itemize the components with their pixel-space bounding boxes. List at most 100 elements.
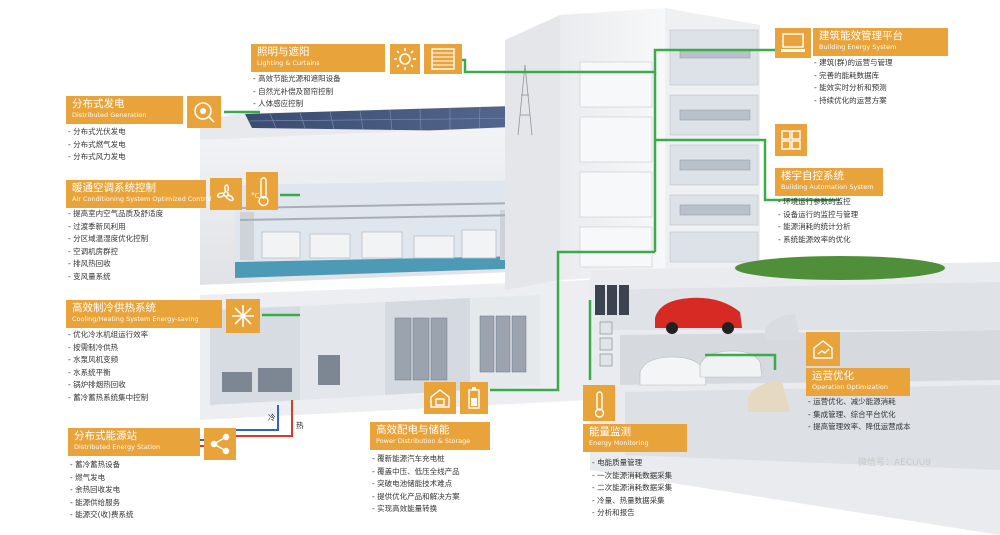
computer-icon	[775, 28, 811, 58]
list-item: 变风量系统	[68, 271, 163, 284]
tag-cooling: 高效制冷供热系统 Cooling/Heating System Energy-s…	[66, 300, 222, 328]
list-item: 排风热回收	[68, 258, 163, 271]
watermark: 微信号：AECUU9	[858, 458, 932, 468]
list-item: 一次能源消耗数据采集	[592, 470, 672, 483]
list-item: 按需制冷供热	[68, 342, 148, 355]
network-icon	[204, 428, 236, 460]
meters	[599, 321, 613, 367]
title-cn: 能量监测	[589, 426, 631, 438]
list-item: 能源交(收)费系统	[70, 509, 133, 522]
title-en: Power Distribution & Storage	[376, 437, 471, 445]
chiller-units	[222, 355, 340, 392]
list-item: 系统能源效率的优化	[778, 234, 858, 247]
list-item: 优化冷水机组运行效率	[68, 329, 148, 342]
list-item: 高效节能光源和遮阳设备	[253, 73, 341, 86]
list-distributed-gen: 分布式光伏发电 分布式燃气发电 分布式风力发电	[68, 126, 126, 164]
list-item: 电能质量管理	[592, 457, 672, 470]
list-item: 分布式风力发电	[68, 151, 126, 164]
list-item: 设备运行的监控与管理	[778, 209, 858, 222]
list-item: 锅炉排烟热回收	[68, 379, 148, 392]
pipe-label-cold: 冷	[268, 413, 276, 422]
list-item: 人体感应控制	[253, 98, 341, 111]
tag-power: 高效配电与储能 Power Distribution & Storage	[370, 422, 490, 450]
title-cn: 高效配电与储能	[376, 424, 450, 436]
title-en: Cooling/Heating System Energy-saving	[72, 315, 199, 323]
list-item: 蓄冷蓄热系统集中控制	[68, 392, 148, 405]
list-item: 突破电池储能技术难点	[372, 478, 460, 491]
list-item: 分析和报告	[592, 507, 672, 520]
list-item: 实现高效能量转换	[372, 503, 460, 516]
list-item: 覆盖中压、低压全线产品	[372, 466, 460, 479]
list-item: 能效实时分析和预测	[814, 82, 892, 95]
list-item: 自然光补偿及窗帘控制	[253, 86, 341, 99]
title-cn: 楼宇自控系统	[781, 170, 844, 182]
list-item: 提供优化产品和解决方案	[372, 491, 460, 504]
list-item: 燃气发电	[70, 472, 133, 485]
title-en: Lighting & Curtains	[257, 59, 320, 67]
tag-distributed-gen: 分布式发电 Distributed Generation	[66, 96, 183, 124]
list-item: 二次能源消耗数据采集	[592, 482, 672, 495]
switchgear-cabinets	[394, 315, 527, 381]
thermometer-icon: °C	[246, 172, 278, 210]
solar-sensor-icon	[187, 96, 221, 128]
list-item: 完善的能耗数据库	[814, 70, 892, 83]
tag-building-energy: 建筑能效管理平台 Building Energy System	[813, 28, 948, 56]
list-item: 水泵风机变频	[68, 354, 148, 367]
grid-icon	[775, 124, 807, 156]
list-hvac: 提高室内空气品质及舒适度 过渡季新风利用 分区域温湿度优化控制 空调机房群控 排…	[68, 208, 163, 284]
tag-operation: 运营优化 Operation Optimization	[806, 368, 910, 396]
list-operation: 运营优化、减少能源消耗 集成管理、综合平台优化 提高管理效率、降低运营成本	[808, 396, 911, 434]
list-item: 过渡季新风利用	[68, 221, 163, 234]
list-item: 覆新能源汽车充电桩	[372, 453, 460, 466]
hvac-units	[261, 229, 497, 259]
tower-floors	[579, 61, 653, 268]
operation-house-icon	[806, 332, 840, 366]
list-monitoring: 电能质量管理 一次能源消耗数据采集 二次能源消耗数据采集 冷量、热量数据采集 分…	[592, 457, 672, 520]
server-racks	[595, 285, 629, 315]
cars	[639, 297, 800, 412]
list-item: 蓄冷蓄热设备	[70, 459, 133, 472]
temperature-monitor-icon	[583, 385, 615, 421]
sun-icon	[390, 44, 420, 74]
building	[200, 8, 1000, 535]
pipe-label-hot: 热	[296, 421, 304, 430]
list-cooling: 优化冷水机组运行效率 按需制冷供热 水泵风机变频 水系统平衡 锅炉排烟热回收 蓄…	[68, 329, 148, 405]
list-item: 分布式光伏发电	[68, 126, 126, 139]
title-en: Building Energy System	[819, 43, 897, 51]
list-item: 建筑(群)的运营与管理	[814, 57, 892, 70]
list-item: 分区域温湿度优化控制	[68, 233, 163, 246]
tag-monitoring: 能量监测 Energy Monitoring	[583, 424, 687, 452]
list-item: 水系统平衡	[68, 367, 148, 380]
list-item: 能源供给服务	[70, 497, 133, 510]
antenna-tower	[517, 64, 533, 136]
title-en: Energy Monitoring	[589, 439, 649, 447]
list-item: 持续优化的运营方案	[814, 95, 892, 108]
tag-energy-station: 分布式能源站 Distributed Energy Station	[68, 428, 200, 456]
list-energy-station: 蓄冷蓄热设备 燃气发电 余热回收发电 能源供给服务 能源交(收)费系统	[70, 459, 133, 522]
list-building-energy: 建筑(群)的运营与管理 完善的能耗数据库 能效实时分析和预测 持续优化的运营方案	[814, 57, 892, 107]
title-cn: 建筑能效管理平台	[819, 30, 903, 42]
title-cn: 分布式能源站	[74, 430, 137, 442]
svg-text:°C: °C	[251, 192, 260, 200]
list-item: 能源消耗的统计分析	[778, 221, 858, 234]
title-en: Air Conditioning System Optimized Contro…	[72, 195, 212, 203]
list-item: 余热回收发电	[70, 484, 133, 497]
list-power: 覆新能源汽车充电桩 覆盖中压、低压全线产品 突破电池储能技术难点 提供优化产品和…	[372, 453, 460, 516]
list-item: 环境运行参数的监控	[778, 196, 858, 209]
list-item: 提高管理效率、降低运营成本	[808, 421, 911, 434]
curtain-icon	[424, 44, 462, 74]
list-item: 集成管理、综合平台优化	[808, 409, 911, 422]
title-en: Distributed Generation	[72, 111, 147, 119]
list-item: 冷量、热量数据采集	[592, 495, 672, 508]
list-item: 空调机房群控	[68, 246, 163, 259]
title-cn: 暖通空调系统控制	[72, 182, 156, 194]
title-cn: 高效制冷供热系统	[72, 302, 156, 314]
list-lighting: 高效节能光源和遮阳设备 自然光补偿及窗帘控制 人体感应控制	[253, 73, 341, 111]
battery-icon	[460, 382, 488, 414]
list-automation: 环境运行参数的监控 设备运行的监控与管理 能源消耗的统计分析 系统能源效率的优化	[778, 196, 858, 246]
title-en: Operation Optimization	[812, 383, 888, 391]
substation-icon	[424, 382, 456, 414]
title-cn: 照明与遮阳	[257, 46, 310, 58]
title-en: Building Automation System	[781, 183, 874, 191]
